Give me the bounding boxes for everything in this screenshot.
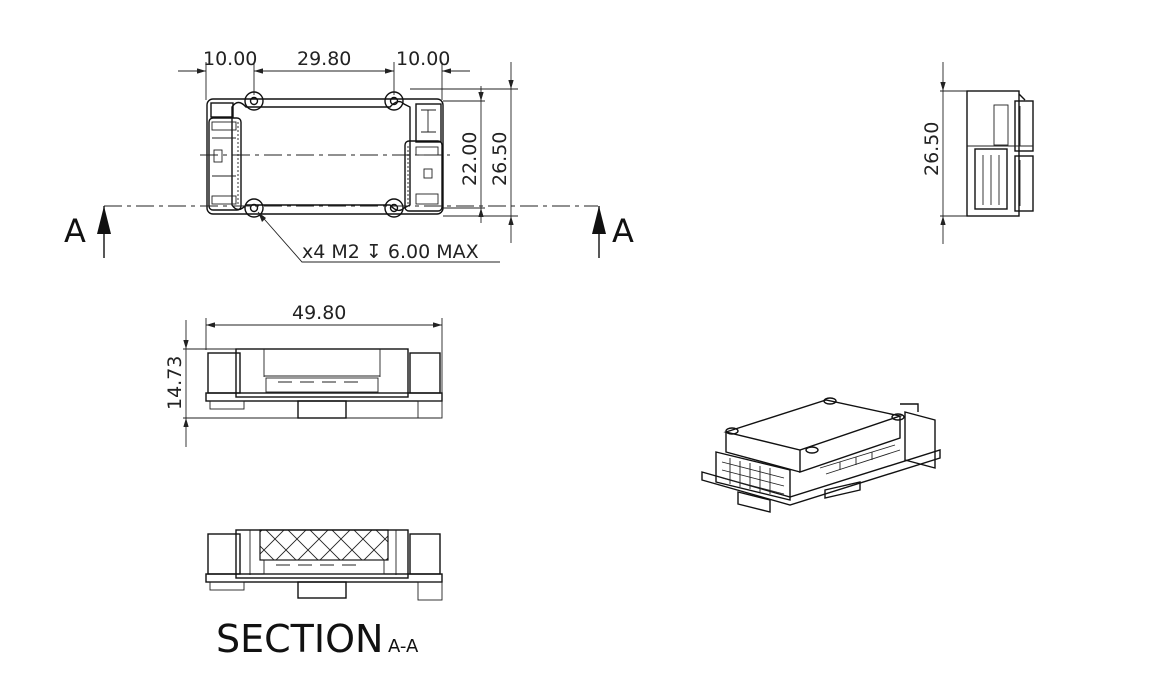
top-view <box>97 62 606 263</box>
dim-overall-length: 49.80 <box>292 302 346 324</box>
hole-qty: x4 <box>302 241 325 263</box>
dim-overall-width: 26.50 <box>489 132 511 186</box>
dim-left-offset: 10.00 <box>203 48 257 70</box>
hole-thread: M2 <box>331 241 359 263</box>
depth-symbol-icon: ↧ <box>366 241 382 263</box>
isometric-view <box>701 397 941 513</box>
section-title-suffix: A-A <box>388 636 419 657</box>
dim-right-offset: 10.00 <box>396 48 450 70</box>
section-marker-left: A <box>64 212 86 250</box>
hole-callout: x4 M2 ↧ 6.00 MAX <box>302 241 479 263</box>
dim-side-height: 26.50 <box>921 122 943 176</box>
section-view <box>205 529 443 601</box>
front-view <box>183 318 443 447</box>
dim-hole-spacing: 29.80 <box>297 48 351 70</box>
dim-hole-pitch-vertical: 22.00 <box>459 132 481 186</box>
left-connector <box>208 102 242 211</box>
section-marker-right: A <box>612 212 634 250</box>
dim-overall-height: 14.73 <box>164 356 186 410</box>
right-side-view <box>940 62 1034 244</box>
hole-depth: 6.00 MAX <box>388 241 479 263</box>
section-title: SECTION <box>216 617 383 661</box>
